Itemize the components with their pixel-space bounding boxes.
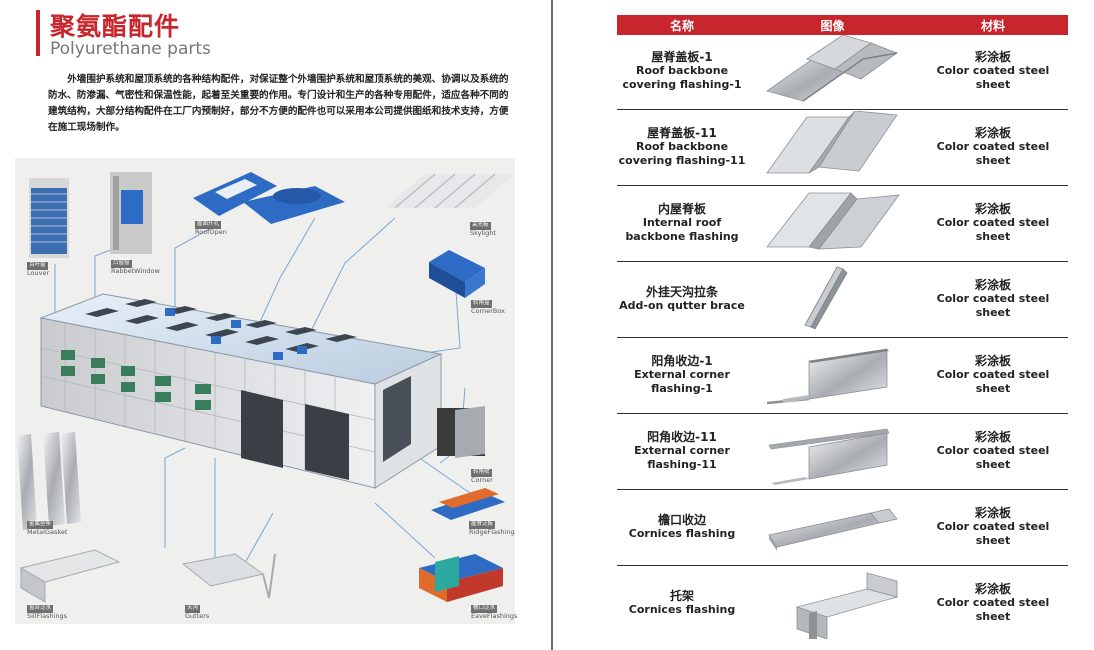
table-row: 檐口收边 Cornices flashing 彩涂板 Color coated … <box>617 489 1068 566</box>
page-spine <box>551 0 553 650</box>
part-image-roof-backbone-1 <box>766 35 898 102</box>
table-row: 屋脊盖板-11 Roof backbone covering flashing-… <box>617 109 1068 186</box>
part-name: 檐口收边 Cornices flashing <box>628 512 736 540</box>
page-title-en: Polyurethane parts <box>50 39 211 59</box>
part-name-cn: 屋脊盖板-1 <box>651 49 713 64</box>
building-diagram <box>17 172 515 603</box>
part-image-cornices-flashing <box>768 508 898 551</box>
page-title-cn: 聚氨酯配件 <box>50 12 181 41</box>
part-name: 阳角收边-11 External corner flashing-11 <box>634 429 730 471</box>
part-name: 外挂天沟拉条 Add-on qutter brace <box>619 284 745 312</box>
title-accent-bar <box>36 10 40 56</box>
corner-box-thumb <box>429 250 485 298</box>
right-page: 名称 图像 材料 屋脊盖板-1 Roof backbone covering f… <box>553 0 1094 650</box>
part-name: 托架 Cornices flashing <box>628 588 736 616</box>
part-material: 彩涂板 Color coated steel sheet <box>936 277 1050 319</box>
part-name: 屋脊盖板-11 Roof backbone covering flashing-… <box>618 125 746 167</box>
gutters-thumb <box>181 553 276 599</box>
part-material: 彩涂板 Color coated steel sheet <box>936 49 1050 91</box>
table-row: 屋脊盖板-1 Roof backbone covering flashing-1… <box>617 33 1068 110</box>
header-material: 材料 <box>980 18 1005 33</box>
skylight-thumb <box>385 173 515 209</box>
part-name-en: Roof backbone covering flashing-1 <box>622 64 742 91</box>
warehouse-building <box>39 293 443 489</box>
table-row: 内屋脊板 Internal roof backbone flashing 彩涂板… <box>617 185 1068 262</box>
metal-gasket-thumb <box>17 432 81 530</box>
header-name: 名称 <box>669 18 694 33</box>
header-image: 图像 <box>820 18 845 33</box>
table-header: 名称 图像 材料 <box>617 15 1068 35</box>
part-material: 彩涂板 Color coated steel sheet <box>936 353 1050 395</box>
part-material: 彩涂板 Color coated steel sheet <box>936 201 1050 243</box>
table-row: 托架 Cornices flashing 彩涂板 Color coated st… <box>617 565 1068 641</box>
part-image-external-corner-11 <box>768 428 890 485</box>
part-name: 阳角收边-1 External corner flashing-1 <box>634 353 730 395</box>
part-name: 屋脊盖板-1 Roof backbone covering flashing-1 <box>617 33 747 109</box>
part-material: 彩涂板 Color coated steel sheet <box>936 125 1050 167</box>
table-row: 阳角收边-11 External corner flashing-11 彩涂板 … <box>617 413 1068 490</box>
part-image-internal-roof-backbone <box>766 192 900 250</box>
corner-thumb <box>437 406 485 458</box>
part-name: 内屋脊板 Internal roof backbone flashing <box>625 201 739 243</box>
table-row: 阳角收边-1 External corner flashing-1 彩涂板 Co… <box>617 337 1068 414</box>
sill-flashings-thumb <box>19 549 121 603</box>
part-image-external-corner-1 <box>766 348 889 405</box>
part-image-gutter-brace <box>804 266 848 330</box>
intro-paragraph: 外墙围护系统和屋顶系统的各种结构配件，对保证整个外墙围护系统和屋顶系统的美观、协… <box>48 74 509 133</box>
part-image-roof-backbone-11 <box>766 111 898 174</box>
part-material: 彩涂板 Color coated steel sheet <box>936 505 1050 547</box>
part-image-bracket <box>795 572 899 639</box>
louver-thumb <box>29 178 69 258</box>
eave-flashings-thumb <box>419 554 503 602</box>
part-material: 彩涂板 Color coated steel sheet <box>936 581 1050 623</box>
ridge-flashing-thumb <box>431 488 505 520</box>
table-row: 外挂天沟拉条 Add-on qutter brace 彩涂板 Color coa… <box>617 261 1068 338</box>
rabbet-window-thumb <box>110 172 152 254</box>
roof-open-thumb <box>193 172 345 224</box>
left-page: 聚氨酯配件 Polyurethane parts 外墙围护系统和屋顶系统的各种结… <box>15 10 518 624</box>
part-material: 彩涂板 Color coated steel sheet <box>936 429 1050 471</box>
